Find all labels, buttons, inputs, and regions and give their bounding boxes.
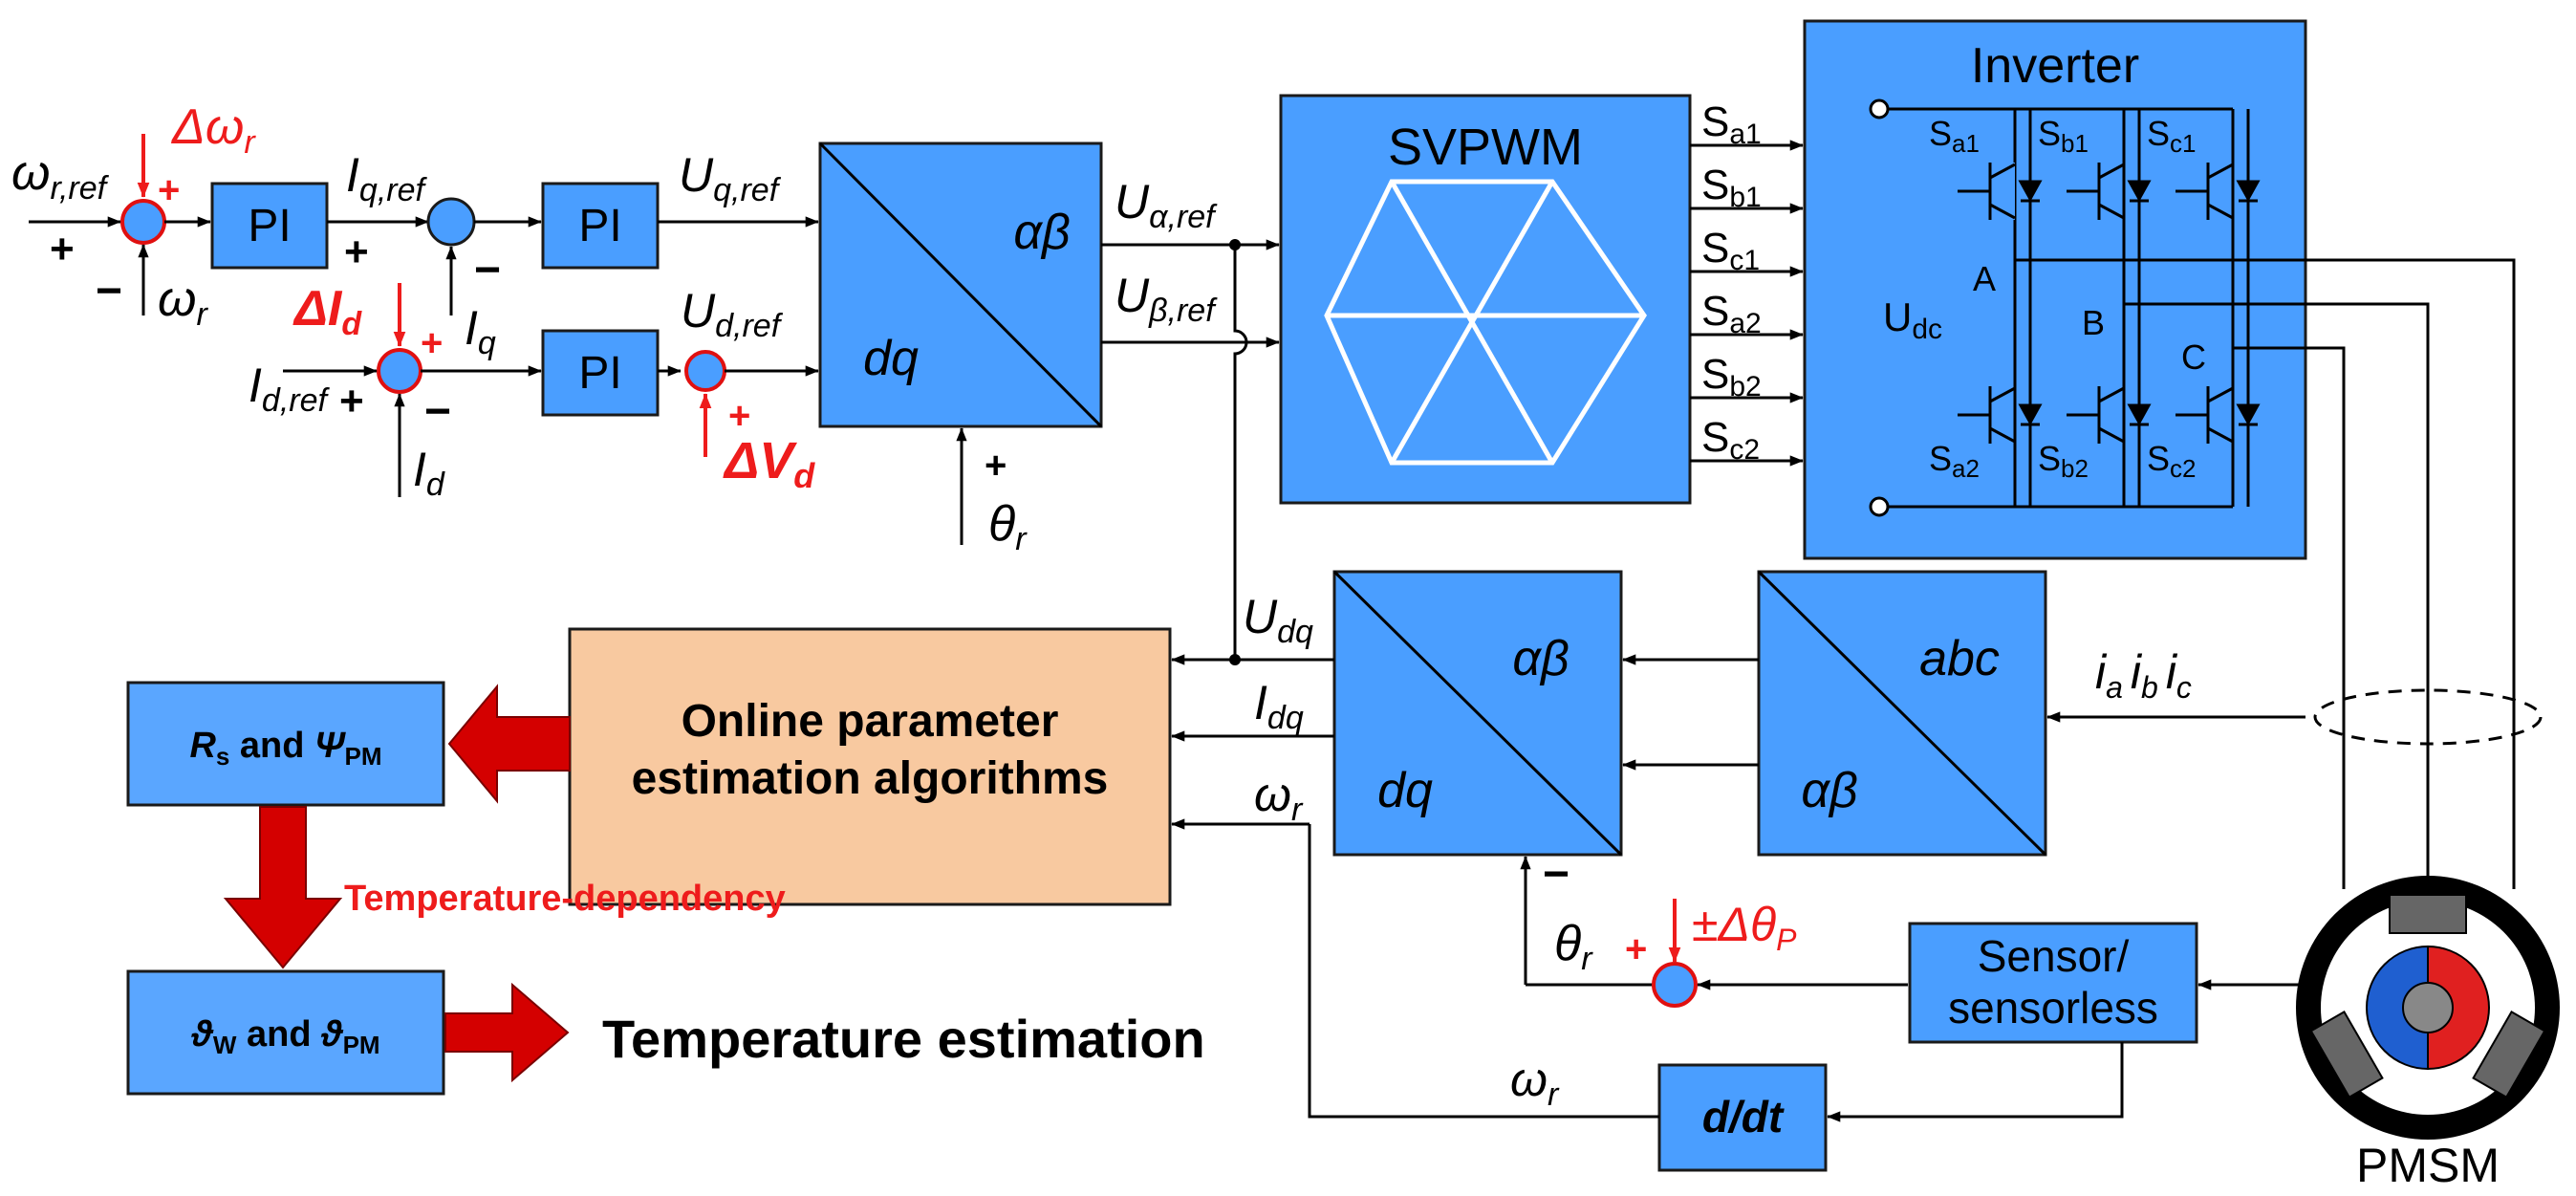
temperature-dependency-arrow <box>223 806 343 969</box>
alphabeta-label: αβ <box>1512 631 1569 686</box>
theta-r-label: θr <box>988 496 1028 557</box>
theta-temps-box <box>126 969 445 1096</box>
temperature-estimation-label: Temperature estimation <box>602 1009 1205 1069</box>
plus-sign: + <box>421 322 443 364</box>
block-diagonal <box>1332 570 1623 857</box>
rs-psi-box <box>126 681 445 807</box>
plus-sign: + <box>1625 928 1647 970</box>
plus-sign: + <box>985 445 1007 487</box>
sensor-label-line2: sensorless <box>1948 983 2158 1033</box>
ddt-block <box>1657 1063 1828 1172</box>
iq-ref-label: Iq,ref <box>346 148 427 208</box>
iq-sum-junction <box>426 197 476 247</box>
sa1-signal-label: Sa1 <box>1701 98 1762 150</box>
sensor-block <box>1908 922 2198 1044</box>
dq-label: dq <box>1377 763 1433 818</box>
dq-label: dq <box>863 331 919 386</box>
plus-sign: + <box>50 226 75 272</box>
minus-sign: − <box>424 386 451 437</box>
parameter-estimator-block <box>568 627 1172 906</box>
omega-est-label: ωr <box>1254 768 1304 828</box>
theta-sum-junction <box>1652 962 1698 1008</box>
sb2-label: Sb2 <box>2038 439 2089 483</box>
plus-sign: + <box>158 169 180 211</box>
phase-c-label: C <box>2181 337 2206 377</box>
alphabeta-label: αβ <box>1013 205 1070 260</box>
phase-b-label: B <box>2082 303 2105 342</box>
vd-sum-junction <box>684 350 726 392</box>
temperature-dependency-label: Temperature-dependency <box>344 879 786 919</box>
svpwm-label: SVPWM <box>1388 119 1583 176</box>
minus-sign: − <box>1543 849 1569 900</box>
plus-sign: + <box>728 395 750 437</box>
sc2-label: Sc2 <box>2147 439 2196 483</box>
alphabeta-label: αβ <box>1801 763 1857 818</box>
pi-speed-block <box>210 182 329 270</box>
current-sensor-icon <box>2313 688 2543 746</box>
rs-psi-label: Rs and ΨPM <box>189 726 381 771</box>
sc2-signal-label: Sc2 <box>1701 414 1760 466</box>
temperature-estimation-arrow <box>444 982 570 1083</box>
id-ref-label: Id,ref <box>249 359 330 419</box>
plus-sign: + <box>344 228 369 275</box>
delta-id-label: ΔId <box>292 281 362 342</box>
u-beta-ref-label: Uβ,ref <box>1115 269 1218 329</box>
omega-ref-label: ωr,ref <box>11 145 110 207</box>
idq-label: Idq <box>1254 676 1304 736</box>
pmsm-motor-icon <box>2296 876 2560 1140</box>
sensor-to-ddt-line <box>1827 1042 2124 1122</box>
phase-wires <box>2015 258 2516 899</box>
sc1-label: Sc1 <box>2147 114 2196 158</box>
udq-feed-line <box>1233 245 1248 660</box>
block-diagonal <box>1757 570 2047 857</box>
delta-vd-label: ΔVd <box>723 432 815 495</box>
plus-sign: + <box>339 378 364 424</box>
estimator-label-line1: Online parameter <box>682 696 1059 747</box>
pi-speed-label: PI <box>248 201 291 251</box>
inverter-label: Inverter <box>1971 38 2139 94</box>
theta-temps-label: ϑW and ϑPM <box>190 1014 379 1059</box>
iq-label: Iq <box>465 301 496 361</box>
pmsm-label: PMSM <box>2356 1139 2500 1192</box>
delta-omega-label: Δωr <box>170 99 256 161</box>
pi-q-label: PI <box>578 201 621 251</box>
ud-ref-label: Ud,ref <box>681 284 784 344</box>
id-label: Id <box>413 443 445 503</box>
sa2-signal-label: Sa2 <box>1701 288 1762 339</box>
estimator-label-line2: estimation algorithms <box>632 753 1109 804</box>
phase-a-label: A <box>1973 259 1996 298</box>
block-diagonal <box>818 141 1103 428</box>
theta-r2-label: θr <box>1554 916 1593 977</box>
u-alpha-ref-label: Uα,ref <box>1115 175 1218 235</box>
id-sum-junction <box>377 348 422 394</box>
pi-q-block <box>541 182 660 270</box>
udq-label: Udq <box>1243 590 1313 650</box>
igbt-switches-icon <box>1958 163 2261 444</box>
sb2-signal-label: Sb2 <box>1701 351 1762 402</box>
hexagon-icon <box>1324 179 1647 466</box>
switch-signals <box>1690 140 1804 467</box>
udc-label: Udc <box>1883 294 1942 345</box>
ddt-label: d/dt <box>1702 1092 1785 1142</box>
sa2-label: Sa2 <box>1929 439 1980 483</box>
delta-theta-label: ±ΔθP <box>1692 898 1797 957</box>
minus-sign: − <box>96 266 122 316</box>
sb1-signal-label: Sb1 <box>1701 162 1762 213</box>
abc-label: abc <box>1919 631 2000 686</box>
pi-d-block <box>541 329 660 417</box>
sb1-label: Sb1 <box>2038 114 2089 158</box>
omega-ddt-label: ωr <box>1510 1053 1560 1113</box>
uq-ref-label: Uq,ref <box>679 148 782 208</box>
sc1-signal-label: Sc1 <box>1701 225 1760 276</box>
minus-sign: − <box>474 245 501 295</box>
sa1-label: Sa1 <box>1929 114 1980 158</box>
omega-feedback-path <box>1308 824 1659 1119</box>
pi-d-label: PI <box>578 348 621 399</box>
omega-r-label: ωr <box>158 272 209 333</box>
sensor-label-line1: Sensor/ <box>1978 931 2130 981</box>
estimator-output-arrow <box>447 684 571 804</box>
